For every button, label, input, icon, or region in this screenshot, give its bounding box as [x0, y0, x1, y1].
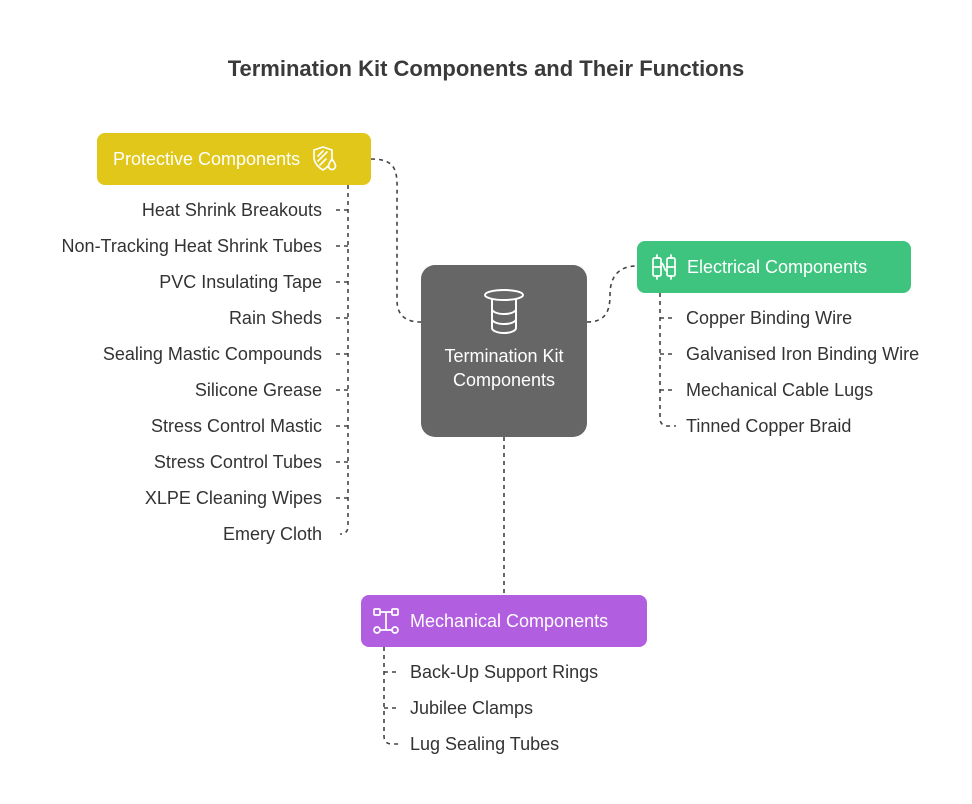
list-item: Tinned Copper Braid [686, 416, 852, 436]
list-item: Jubilee Clamps [410, 698, 534, 718]
shield-drop-icon [309, 144, 339, 174]
list-item: Sealing Mastic Compounds [102, 344, 322, 364]
center-label: Termination Kit Components [444, 346, 564, 390]
connector-center-to-electrical [586, 265, 638, 323]
list-item: Galvanised Iron Binding Wire [686, 344, 920, 364]
list-item: PVC Insulating Tape [159, 272, 322, 292]
list-item: Stress Control Tubes [153, 452, 322, 472]
protective-items-list: Heat Shrink Breakouts Non-Tracking Heat … [62, 192, 322, 552]
mechanical-items-list: Back-Up Support Rings Jubilee Clamps Lug… [410, 654, 598, 762]
mechanical-branch-spine [383, 647, 400, 745]
cable-termination-icon [478, 287, 530, 337]
list-item: Emery Cloth [222, 524, 322, 544]
electrical-branch-spine [659, 293, 676, 427]
list-item: Rain Sheds [228, 308, 322, 328]
electrical-components-label: Electrical Components [687, 256, 868, 277]
electrical-components-node: Electrical Components [637, 241, 911, 293]
mechanical-linkage-icon [371, 606, 401, 636]
termination-kit-center-node: Termination Kit Components [421, 265, 587, 437]
list-item: Mechanical Cable Lugs [686, 380, 874, 400]
wire-connector-icon [649, 252, 679, 282]
electrical-items-list: Copper Binding Wire Galvanised Iron Bind… [686, 300, 919, 444]
protective-branch-spine [339, 185, 349, 535]
protective-components-label: Protective Components [113, 148, 301, 169]
list-item: Non-Tracking Heat Shrink Tubes [61, 236, 322, 256]
list-item: Back-Up Support Rings [410, 662, 599, 682]
mechanical-components-node: Mechanical Components [361, 595, 647, 647]
protective-components-node: Protective Components [97, 133, 371, 185]
list-item: Copper Binding Wire [686, 308, 853, 328]
list-item: XLPE Cleaning Wipes [144, 488, 322, 508]
list-item: Stress Control Mastic [150, 416, 322, 436]
list-item: Silicone Grease [194, 380, 322, 400]
connector-center-to-protective [370, 158, 422, 323]
list-item: Lug Sealing Tubes [410, 734, 560, 754]
list-item: Heat Shrink Breakouts [141, 200, 322, 220]
mechanical-components-label: Mechanical Components [410, 610, 609, 631]
diagram-title: Termination Kit Components and Their Fun… [227, 56, 745, 81]
